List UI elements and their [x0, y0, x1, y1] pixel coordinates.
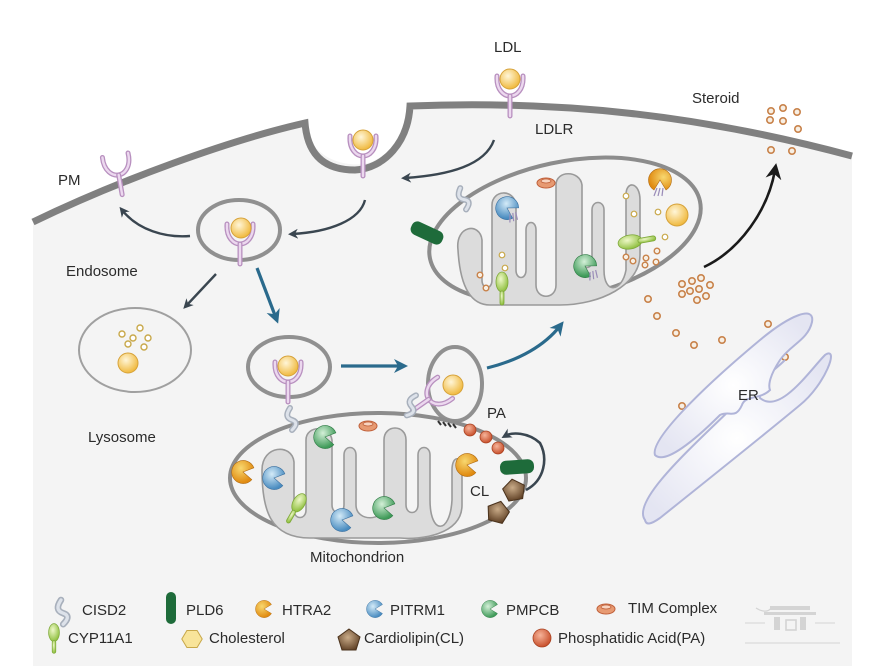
vesicle-1	[246, 335, 332, 402]
mitochondrion-upper	[410, 155, 703, 306]
svg-text:PMPCB: PMPCB	[506, 602, 559, 619]
pld6-upper	[410, 221, 444, 245]
svg-text:PLD6: PLD6	[186, 602, 224, 619]
label-cl: CL	[470, 483, 489, 500]
legend-item-pld6: PLD6	[166, 592, 224, 624]
label-endosome: Endosome	[66, 263, 138, 280]
svg-text:TIM Complex: TIM Complex	[628, 600, 718, 617]
label-pm: PM	[58, 172, 81, 189]
svg-text:Cholesterol: Cholesterol	[209, 630, 285, 647]
pld6-lower	[499, 459, 535, 475]
legend-item-pmpcb: PMPCB	[481, 600, 559, 619]
lysosome	[78, 307, 192, 393]
legend-item-pitrm1: PITRM1	[366, 600, 445, 619]
svg-text:CISD2: CISD2	[82, 602, 126, 619]
label-lysosome: Lysosome	[88, 429, 156, 446]
label-er: ER	[738, 387, 759, 404]
legend-item-cisd2: CISD2	[58, 600, 126, 624]
plasma-membrane	[31, 101, 853, 226]
legend-item-htra2: HTRA2	[255, 600, 331, 619]
pa-chain	[463, 423, 505, 455]
pld6-icon	[166, 592, 176, 624]
watermark-building-icon	[745, 606, 840, 644]
mito-cristae-lower	[261, 427, 463, 540]
label-steroid: Steroid	[692, 90, 740, 107]
endoplasmic-reticulum	[642, 312, 832, 525]
mitochondrion-lower	[228, 394, 546, 545]
legend-item-tim-complex: TIM Complex	[596, 600, 718, 617]
cholesterol-icon	[181, 629, 203, 649]
legend-item-cholesterol: Cholesterol	[181, 629, 285, 649]
svg-text:Phosphatidic Acid(PA): Phosphatidic Acid(PA)	[558, 630, 705, 647]
label-ldl: LDL	[494, 39, 522, 56]
label-ldlr: LDLR	[535, 121, 574, 138]
arrow-endosome-to-vesicle	[255, 267, 280, 324]
arrow-to-upper-mitochondrion	[486, 321, 564, 370]
label-pa: PA	[487, 405, 506, 422]
arrow-endosome-to-pm	[119, 206, 191, 238]
legend: CISD2 PLD6 HTRA2 PITRM1 PMPCB TIM Comple…	[48, 592, 718, 654]
endosome	[196, 198, 282, 264]
svg-text:HTRA2: HTRA2	[282, 602, 331, 619]
arrow-endosome-to-lysosome	[183, 273, 217, 309]
legend-item-cardiolipin: Cardiolipin(CL)	[337, 628, 464, 651]
label-mitochondrion: Mitochondrion	[310, 549, 404, 566]
svg-text:Cardiolipin(CL): Cardiolipin(CL)	[364, 630, 464, 647]
arrow-cl-to-pa	[501, 428, 546, 492]
phosphatidic-acid-icon	[532, 628, 552, 648]
tim-complex-icon	[596, 603, 616, 615]
legend-item-cyp11a1: CYP11A1	[48, 623, 133, 654]
svg-text:PITRM1: PITRM1	[390, 602, 445, 619]
arrow-pit-to-endosome	[288, 199, 367, 239]
arrow-steroid-export	[703, 163, 782, 269]
svg-text:CYP11A1: CYP11A1	[68, 630, 133, 647]
legend-item-phosphatidic-acid: Phosphatidic Acid(PA)	[532, 628, 705, 648]
arrow-surface-to-pit	[401, 139, 496, 183]
